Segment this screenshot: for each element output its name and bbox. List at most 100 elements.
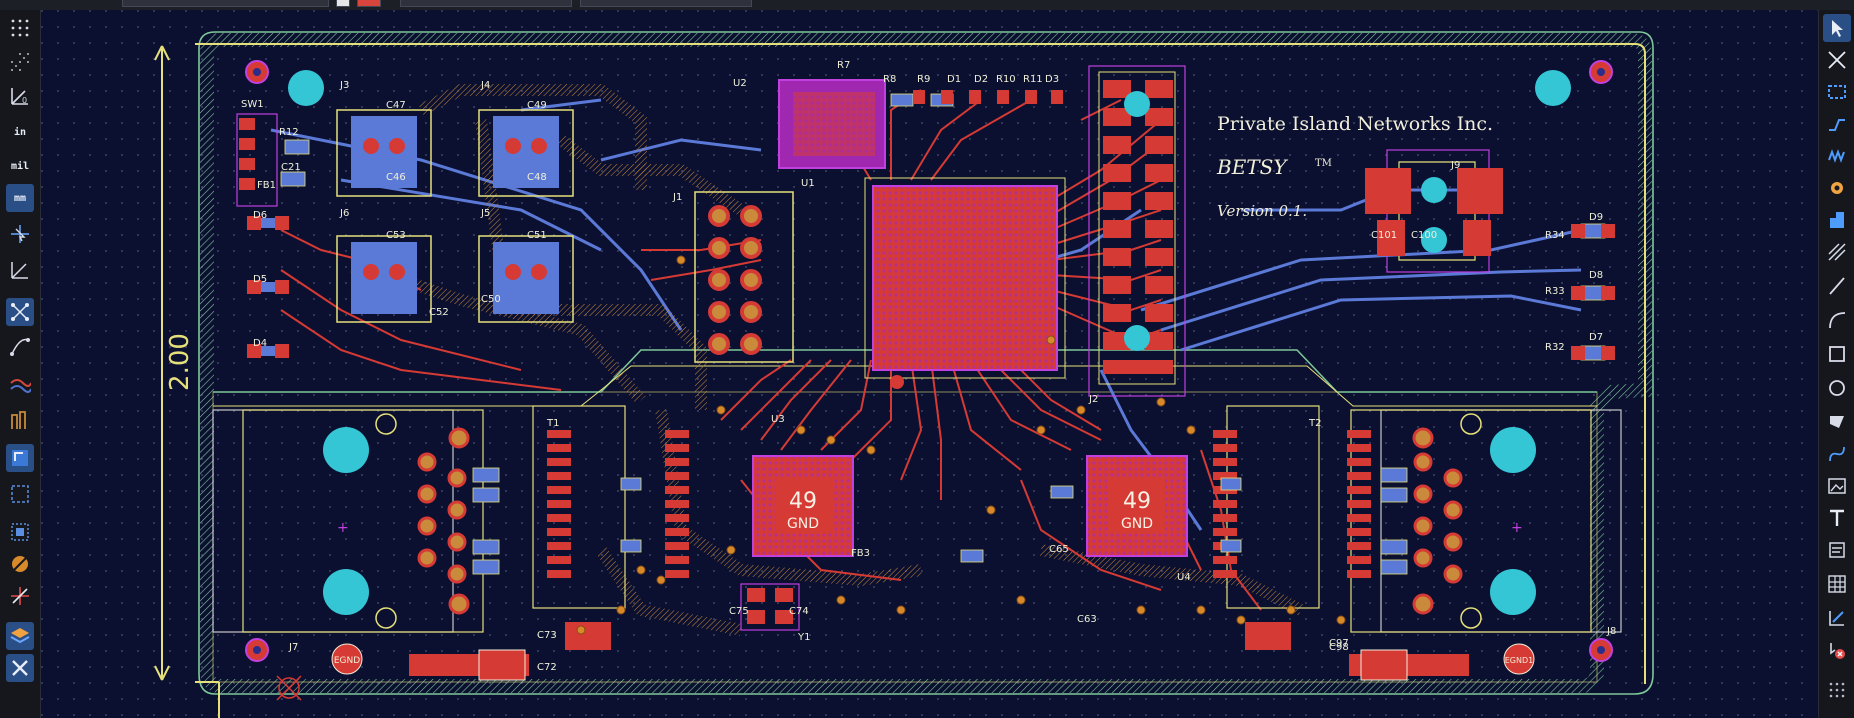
power-connectors[interactable] bbox=[336, 109, 574, 323]
left-toolbar: 0 in mil mm bbox=[0, 10, 41, 718]
vias-icon[interactable] bbox=[6, 406, 34, 434]
grid-origin-icon[interactable] bbox=[1823, 636, 1851, 664]
connector-j9[interactable] bbox=[1365, 149, 1503, 273]
svg-text:D3: D3 bbox=[1045, 74, 1059, 85]
svg-text:J6: J6 bbox=[339, 208, 349, 219]
magnetics-t1[interactable] bbox=[532, 405, 689, 609]
chip-u2[interactable] bbox=[778, 79, 886, 169]
grid-dots-icon[interactable] bbox=[6, 48, 34, 76]
svg-text:D6: D6 bbox=[253, 210, 267, 221]
cross-probe-icon[interactable] bbox=[6, 582, 34, 610]
measure-icon[interactable] bbox=[6, 256, 34, 284]
trademark: TM bbox=[1315, 158, 1332, 169]
svg-text:R10: R10 bbox=[996, 74, 1016, 85]
mounting-hole-tr[interactable] bbox=[1535, 70, 1571, 106]
svg-text:C98: C98 bbox=[1329, 642, 1349, 653]
add-bezier-icon[interactable] bbox=[1823, 408, 1851, 436]
connector-j7[interactable]: + bbox=[212, 409, 484, 633]
svg-text:C53: C53 bbox=[386, 230, 406, 241]
select-icon[interactable] bbox=[1823, 14, 1851, 42]
add-table-icon[interactable] bbox=[1823, 536, 1851, 564]
local-origin-icon[interactable] bbox=[1823, 676, 1851, 704]
svg-text:D7: D7 bbox=[1589, 332, 1603, 343]
mounting-hole-tl[interactable] bbox=[288, 70, 324, 106]
add-dimension-icon[interactable] bbox=[1823, 570, 1851, 598]
svg-text:C49: C49 bbox=[527, 100, 547, 111]
svg-text:C72: C72 bbox=[537, 662, 557, 673]
svg-text:J8: J8 bbox=[1606, 626, 1616, 637]
add-polygon-icon[interactable] bbox=[1823, 374, 1851, 402]
add-textbox-icon[interactable] bbox=[1823, 504, 1851, 532]
svg-text:T2: T2 bbox=[1308, 418, 1321, 429]
right-toolbar bbox=[1818, 10, 1854, 718]
show-tracks-icon[interactable] bbox=[6, 372, 34, 400]
svg-text:FB1: FB1 bbox=[257, 180, 276, 191]
svg-text:0: 0 bbox=[22, 96, 27, 105]
cursor-full-icon[interactable] bbox=[6, 220, 34, 248]
footprint-editor-icon[interactable] bbox=[6, 654, 34, 682]
via-size-selector[interactable] bbox=[580, 0, 752, 7]
svg-text:SW1: SW1 bbox=[241, 99, 264, 110]
phy-left-pad-count: 49 bbox=[789, 489, 817, 514]
zone-outline-icon[interactable] bbox=[6, 480, 34, 508]
layer-pads-icon[interactable] bbox=[6, 518, 34, 546]
add-circle-icon[interactable] bbox=[1823, 340, 1851, 368]
route-track-icon[interactable] bbox=[1823, 46, 1851, 74]
svg-text:+: + bbox=[337, 520, 349, 536]
svg-text:U2: U2 bbox=[733, 78, 747, 89]
connector-j8[interactable]: + bbox=[1350, 409, 1622, 633]
svg-text:J2: J2 bbox=[1088, 394, 1098, 405]
bulk-caps bbox=[409, 622, 1469, 681]
route-diff-pair-icon[interactable] bbox=[1823, 78, 1851, 106]
phy-left[interactable]: 49 GND bbox=[752, 455, 854, 557]
units-mm-icon[interactable]: mm bbox=[6, 184, 34, 212]
header-j1[interactable] bbox=[694, 191, 794, 363]
testpoint-egnd1-label: EGND1 bbox=[1505, 656, 1534, 665]
add-zone-icon[interactable] bbox=[1823, 206, 1851, 234]
units-mil-icon[interactable]: mil bbox=[10, 160, 30, 172]
phy-right[interactable]: 49 GND bbox=[1086, 455, 1188, 557]
tune-length-icon[interactable] bbox=[1823, 110, 1851, 138]
color-swatch[interactable] bbox=[336, 0, 350, 7]
layers-manager-icon[interactable] bbox=[6, 622, 34, 650]
ratsnest-icon[interactable] bbox=[6, 298, 34, 326]
add-text-icon[interactable] bbox=[1823, 472, 1851, 500]
layer-selector[interactable] bbox=[122, 0, 329, 7]
units-inch-icon[interactable]: in bbox=[13, 126, 27, 138]
testpoint-egnd[interactable]: EGND bbox=[331, 643, 363, 675]
svg-text:C52: C52 bbox=[429, 307, 449, 318]
add-image-icon[interactable] bbox=[1823, 440, 1851, 468]
crystal-y1[interactable] bbox=[740, 583, 800, 631]
svg-text:R7: R7 bbox=[837, 60, 850, 71]
bga-u1[interactable] bbox=[864, 177, 1066, 389]
svg-text:Y1: Y1 bbox=[797, 632, 810, 643]
filled-zones-icon[interactable] bbox=[6, 444, 34, 472]
svg-text:R12: R12 bbox=[279, 127, 299, 138]
grid-icon[interactable] bbox=[6, 14, 34, 42]
origin-marker[interactable] bbox=[276, 675, 302, 701]
testpoint-egnd1[interactable]: EGND1 bbox=[1503, 643, 1535, 675]
pcb-canvas[interactable]: 2.00 + bbox=[41, 10, 1817, 718]
active-layer-swatch[interactable] bbox=[357, 0, 381, 7]
add-footprint-icon[interactable] bbox=[1823, 174, 1851, 202]
header-j2[interactable] bbox=[1088, 65, 1186, 397]
delete-icon[interactable] bbox=[1823, 604, 1851, 632]
reference-designators: SW1 R12 C21 FB1 J3 J4 J6 J5 C47 C49 C46 … bbox=[241, 60, 1616, 673]
polar-coords-icon[interactable]: 0 bbox=[6, 82, 34, 110]
curved-ratsnest-icon[interactable] bbox=[6, 332, 34, 360]
add-line-icon[interactable] bbox=[1823, 238, 1851, 266]
board-height-dimension[interactable]: 2.00 bbox=[154, 45, 195, 681]
svg-text:D8: D8 bbox=[1589, 270, 1603, 281]
add-rectangle-icon[interactable] bbox=[1823, 306, 1851, 334]
svg-text:C101: C101 bbox=[1371, 230, 1397, 241]
switch-sw1[interactable] bbox=[236, 113, 278, 207]
highlight-net-icon[interactable] bbox=[6, 550, 34, 578]
phy-right-pad-net: GND bbox=[1121, 516, 1153, 532]
add-arc-icon[interactable] bbox=[1823, 272, 1851, 300]
dimension-value: 2.00 bbox=[165, 333, 195, 391]
svg-text:U4: U4 bbox=[1177, 572, 1191, 583]
track-width-selector[interactable] bbox=[400, 0, 572, 7]
svg-text:D4: D4 bbox=[253, 338, 267, 349]
add-via-icon[interactable] bbox=[1823, 142, 1851, 170]
svg-text:J7: J7 bbox=[288, 642, 298, 653]
